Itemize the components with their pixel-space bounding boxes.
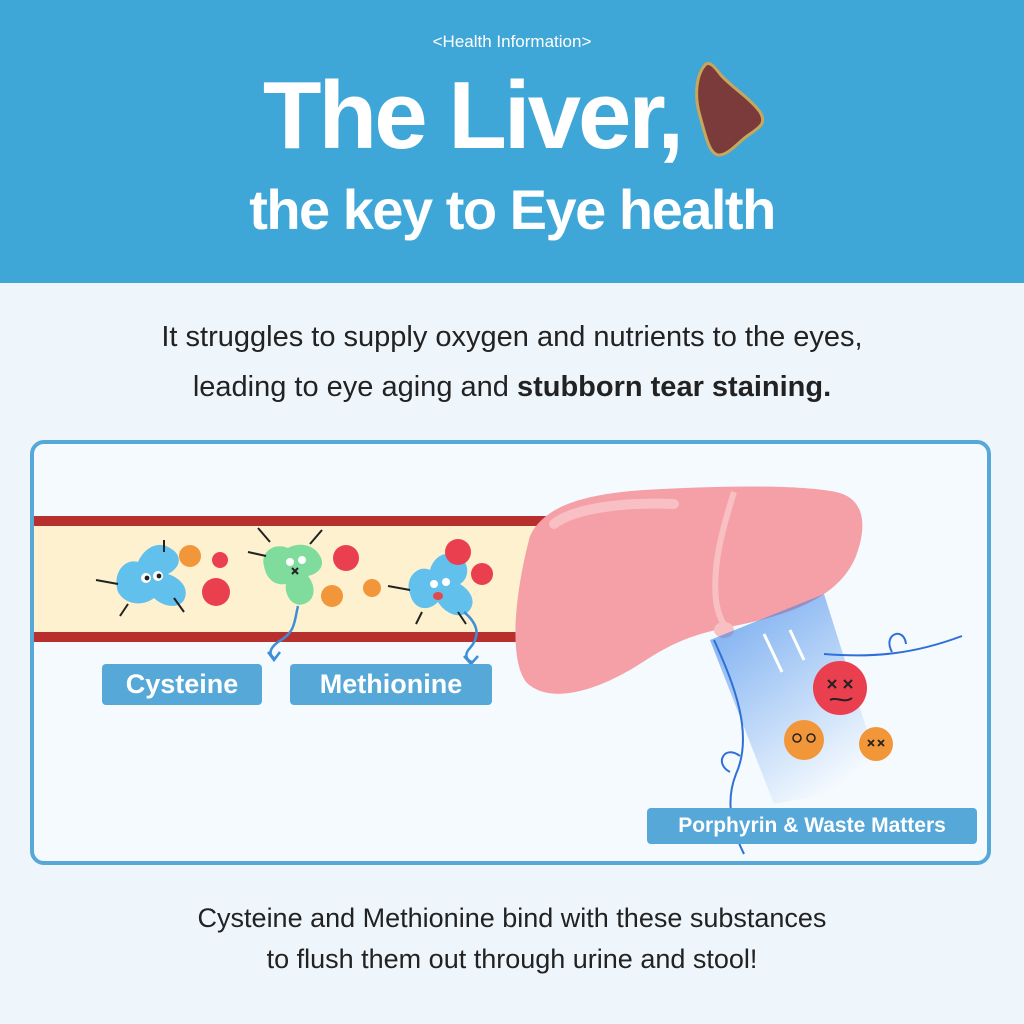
- intro-line-1: It struggles to supply oxygen and nutrie…: [161, 321, 863, 353]
- category-tag: <Health Information>: [432, 32, 592, 51]
- footer-line-2: to flush them out through urine and stoo…: [266, 944, 758, 974]
- diagram-illustration: [34, 486, 963, 855]
- cysteine-carrier-icon: [387, 553, 479, 666]
- methionine-label: Methionine: [290, 664, 492, 705]
- diagram-panel: Cysteine Methionine Porphyrin & Waste Ma…: [30, 440, 991, 865]
- waste-label: Porphyrin & Waste Matters: [647, 808, 977, 844]
- liver-icon: [695, 62, 765, 157]
- methionine-character-icon: [247, 527, 323, 663]
- page-subtitle: the key to Eye health: [249, 178, 776, 241]
- footer-line-1: Cysteine and Methionine bind with these …: [197, 903, 827, 933]
- intro-text: It struggles to supply oxygen and nutrie…: [0, 312, 1024, 412]
- intro-line-2-normal: leading to eye aging and: [192, 371, 517, 403]
- footer-text: Cysteine and Methionine bind with these …: [0, 898, 1024, 980]
- intro-line-2-bold: stubborn tear staining.: [516, 371, 832, 403]
- cysteine-label: Cysteine: [102, 664, 262, 705]
- page-title: The Liver,: [262, 62, 684, 169]
- liver-illustration: [515, 486, 863, 694]
- cysteine-character-icon: [95, 540, 186, 617]
- intro-line-2: leading to eye aging and stubborn tear s…: [0, 362, 1024, 412]
- dead-waste-particles: [784, 661, 893, 761]
- waste-particles-vessel: [179, 539, 493, 607]
- header-banner: <Health Information> The Liver, the key …: [0, 0, 1024, 283]
